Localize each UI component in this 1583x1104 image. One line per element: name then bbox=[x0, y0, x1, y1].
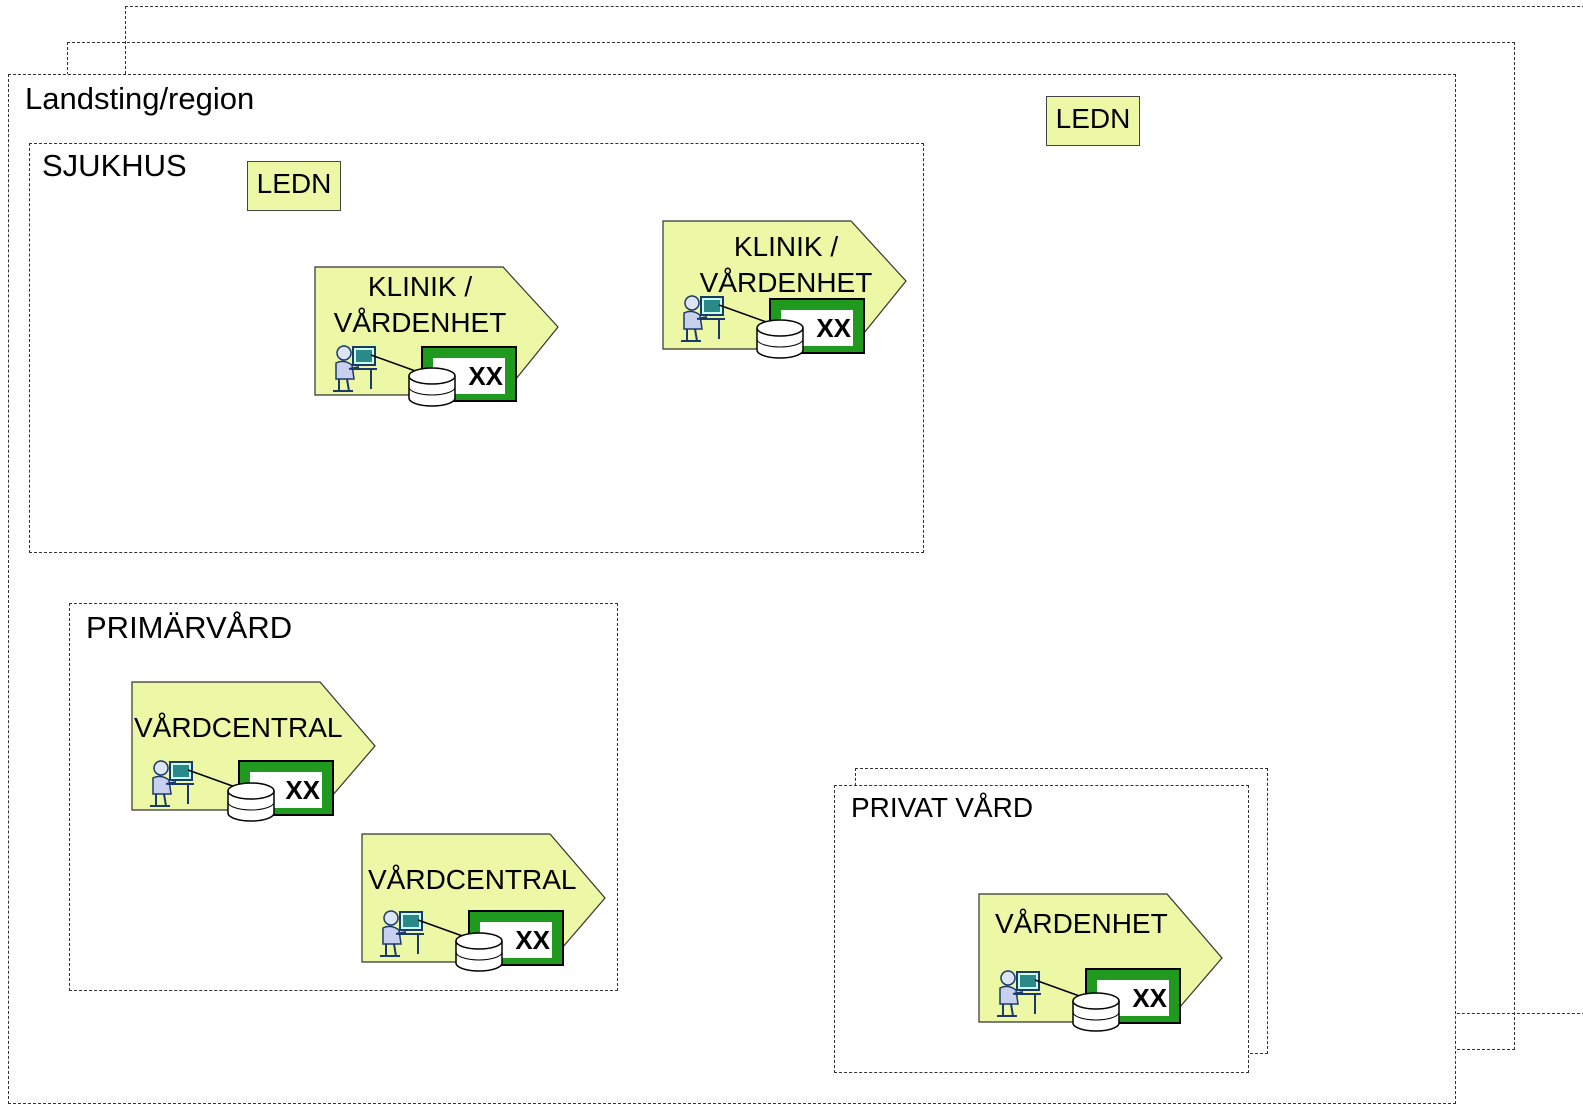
region-label: Landsting/region bbox=[25, 81, 255, 116]
hospital-label: SJUKHUS bbox=[42, 148, 187, 183]
unit-vardcentral-1: VÅRDCENTRAL XX bbox=[131, 681, 377, 827]
person-at-computer-icon bbox=[681, 295, 725, 342]
connector-line bbox=[1034, 979, 1086, 999]
person-at-computer-icon bbox=[997, 970, 1041, 1017]
person-at-computer-icon bbox=[150, 760, 194, 807]
unit-label: KLINIK / VÅRDENHET bbox=[691, 229, 881, 302]
unit-vardcentral-2: VÅRDCENTRAL XX bbox=[361, 833, 607, 979]
hospital-ledn-box: LEDN bbox=[247, 161, 341, 211]
unit-label-line1: VÅRDCENTRAL bbox=[134, 712, 343, 743]
hospital-frame: SJUKHUS bbox=[29, 143, 924, 553]
unit-label-line2: VÅRDENHET bbox=[699, 267, 873, 299]
database-icon bbox=[756, 319, 804, 359]
primary-care-frame: PRIMÄRVÅRD bbox=[69, 603, 618, 991]
primary-care-label: PRIMÄRVÅRD bbox=[86, 610, 293, 645]
person-at-computer-icon bbox=[333, 345, 377, 392]
private-care-label: PRIVAT VÅRD bbox=[851, 792, 1034, 823]
unit-label-line1: VÅRDENHET bbox=[995, 908, 1168, 939]
unit-vardenhet: VÅRDENHET XX bbox=[978, 893, 1224, 1039]
unit-klinik-1: KLINIK / VÅRDENHET XX bbox=[314, 266, 560, 407]
database-icon bbox=[1072, 992, 1120, 1032]
unit-label: VÅRDCENTRAL bbox=[134, 710, 356, 746]
connector-line bbox=[718, 304, 770, 324]
connector-line bbox=[417, 919, 469, 939]
database-icon bbox=[408, 367, 456, 407]
database-icon bbox=[455, 932, 503, 972]
unit-label: KLINIK / VÅRDENHET bbox=[325, 269, 515, 342]
database-icon bbox=[227, 782, 275, 822]
region-ledn-box: LEDN bbox=[1046, 96, 1140, 146]
unit-klinik-2: KLINIK / VÅRDENHET XX bbox=[662, 220, 908, 361]
person-at-computer-icon bbox=[380, 910, 424, 957]
connector-line bbox=[370, 354, 422, 374]
unit-label-line1: KLINIK / bbox=[733, 231, 839, 262]
connector-line bbox=[187, 769, 239, 789]
system-label: XX bbox=[781, 310, 853, 346]
unit-label: VÅRDCENTRAL bbox=[368, 862, 590, 898]
unit-label-line1: VÅRDCENTRAL bbox=[368, 864, 577, 895]
unit-label-line2: VÅRDENHET bbox=[333, 307, 507, 339]
unit-label-line1: KLINIK / bbox=[367, 271, 473, 302]
unit-label: VÅRDENHET bbox=[995, 906, 1185, 942]
